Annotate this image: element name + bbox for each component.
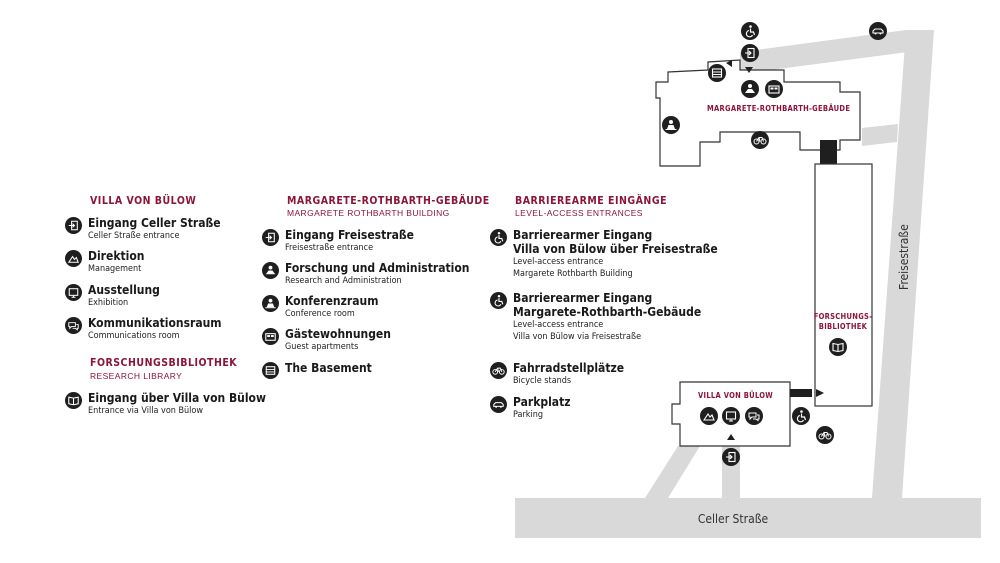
legend-sub: Research and Administration bbox=[285, 276, 402, 286]
map-rothbarth-label: MARGARETE-ROTHBARTH-GEBÄUDE bbox=[707, 104, 850, 113]
legend-sub: Conference room bbox=[285, 309, 355, 319]
legend-sub-2: Margarete Rothbarth Building bbox=[513, 269, 633, 279]
legend-label: Eingang über Villa von Bülow bbox=[88, 391, 266, 405]
legend-label: Forschung und Administration bbox=[285, 261, 470, 275]
conference-icon[interactable] bbox=[662, 116, 680, 134]
rothbarth-entrance-marker bbox=[745, 67, 753, 73]
legend-sub: Management bbox=[88, 264, 142, 274]
exhibition-icon bbox=[65, 284, 82, 301]
wheelchair-icon[interactable] bbox=[741, 22, 759, 40]
map-icons bbox=[662, 22, 887, 466]
bicycle-icon[interactable] bbox=[751, 131, 769, 149]
research-icon[interactable] bbox=[741, 80, 759, 98]
library-section-title: FORSCHUNGSBIBLIOTHEK bbox=[90, 357, 238, 369]
rothbarth-side-marker bbox=[726, 60, 732, 67]
villa-library-link bbox=[790, 389, 812, 397]
legend-label: Fahrradstellplätze bbox=[513, 361, 625, 375]
legend-label: Kommunikationsraum bbox=[88, 316, 222, 330]
rothbarth-section-subtitle: MARGARETE ROTHBARTH BUILDING bbox=[287, 208, 450, 218]
legend-label: Ausstellung bbox=[88, 283, 160, 297]
door-enter-icon[interactable] bbox=[741, 44, 759, 62]
legend-sub: Freisestraße entrance bbox=[285, 243, 374, 253]
street-label-celler: Celler Straße bbox=[698, 512, 769, 526]
legend-sub: Guest apartments bbox=[285, 342, 359, 352]
library-building bbox=[814, 163, 873, 407]
legend-sub: Entrance via Villa von Bülow bbox=[88, 406, 204, 416]
bed-icon[interactable] bbox=[765, 80, 783, 98]
freisestrasse-road bbox=[872, 30, 934, 498]
south-west-path bbox=[645, 446, 700, 498]
legend-sub: Celler Straße entrance bbox=[88, 231, 180, 241]
chat-icon bbox=[65, 317, 82, 334]
legend-label: Parkplatz bbox=[513, 395, 571, 409]
villa-section-title: VILLA VON BÜLOW bbox=[90, 195, 197, 207]
door-enter-icon bbox=[262, 229, 279, 246]
conference-icon bbox=[262, 295, 279, 312]
basement-icon bbox=[262, 362, 279, 379]
legend-label: Barrierearmer Eingang bbox=[513, 228, 653, 242]
map-library-label-1: FORSCHUNGS- bbox=[814, 312, 873, 321]
library-section-subtitle: RESEARCH LIBRARY bbox=[90, 371, 183, 381]
legend-label: Eingang Celler Straße bbox=[88, 216, 221, 230]
wheelchair-icon[interactable] bbox=[792, 407, 810, 425]
legend-sub: Parking bbox=[513, 410, 543, 420]
legend-label: Eingang Freisestraße bbox=[285, 228, 414, 242]
book-icon bbox=[65, 392, 82, 409]
legend-label: Gästewohnungen bbox=[285, 327, 391, 341]
legend-label-2: Margarete-Rothbarth-Gebäude bbox=[513, 305, 702, 319]
legend-sub: Level-access entrance bbox=[513, 320, 604, 330]
legend-sub: Communications room bbox=[88, 331, 180, 341]
chat-icon[interactable] bbox=[745, 407, 763, 425]
bed-icon bbox=[262, 328, 279, 345]
villa-entrance-marker bbox=[727, 434, 735, 440]
rothbarth-building bbox=[655, 59, 861, 167]
exhibition-icon[interactable] bbox=[722, 407, 740, 425]
access-section-title: BARRIEREARME EINGÄNGE bbox=[515, 195, 668, 207]
east-connector-path bbox=[862, 124, 898, 146]
wheelchair-icon bbox=[490, 292, 507, 309]
research-icon bbox=[262, 262, 279, 279]
legend-label: Barrierearmer Eingang bbox=[513, 291, 653, 305]
legend-label-2: Villa von Bülow über Freisestraße bbox=[513, 242, 718, 256]
car-icon[interactable] bbox=[869, 22, 887, 40]
car-icon bbox=[490, 396, 507, 413]
bicycle-icon[interactable] bbox=[816, 426, 834, 444]
north-path bbox=[740, 30, 908, 74]
access-section-subtitle: LEVEL-ACCESS ENTRANCES bbox=[515, 208, 643, 218]
bicycle-icon bbox=[490, 362, 507, 379]
director-icon bbox=[65, 250, 82, 267]
book-icon[interactable] bbox=[829, 338, 847, 356]
rothbarth-section-title: MARGARETE-ROTHBARTH-GEBÄUDE bbox=[287, 195, 490, 207]
door-enter-icon[interactable] bbox=[722, 448, 740, 466]
villa-library-arrow bbox=[816, 389, 824, 397]
legend-sub: Level-access entrance bbox=[513, 257, 604, 267]
celler-strasse-road bbox=[515, 498, 981, 538]
building-connector bbox=[820, 140, 837, 164]
legend-sub: Exhibition bbox=[88, 298, 129, 308]
door-enter-icon bbox=[65, 217, 82, 234]
wheelchair-icon bbox=[490, 229, 507, 246]
map-library-label-2: BIBLIOTHEK bbox=[819, 322, 868, 331]
legend-label: Direktion bbox=[88, 249, 145, 263]
legend-sub: Bicycle stands bbox=[513, 376, 572, 386]
roads bbox=[515, 30, 981, 538]
director-icon[interactable] bbox=[700, 407, 718, 425]
legend-sub-2: Villa von Bülow via Freisestraße bbox=[513, 332, 642, 342]
legend-label: Konferenzraum bbox=[285, 294, 379, 308]
legend-label: The Basement bbox=[285, 361, 372, 375]
map-villa-label: VILLA VON BÜLOW bbox=[698, 391, 773, 400]
street-label-freise: Freisestraße bbox=[897, 224, 911, 290]
basement-icon[interactable] bbox=[708, 64, 726, 82]
